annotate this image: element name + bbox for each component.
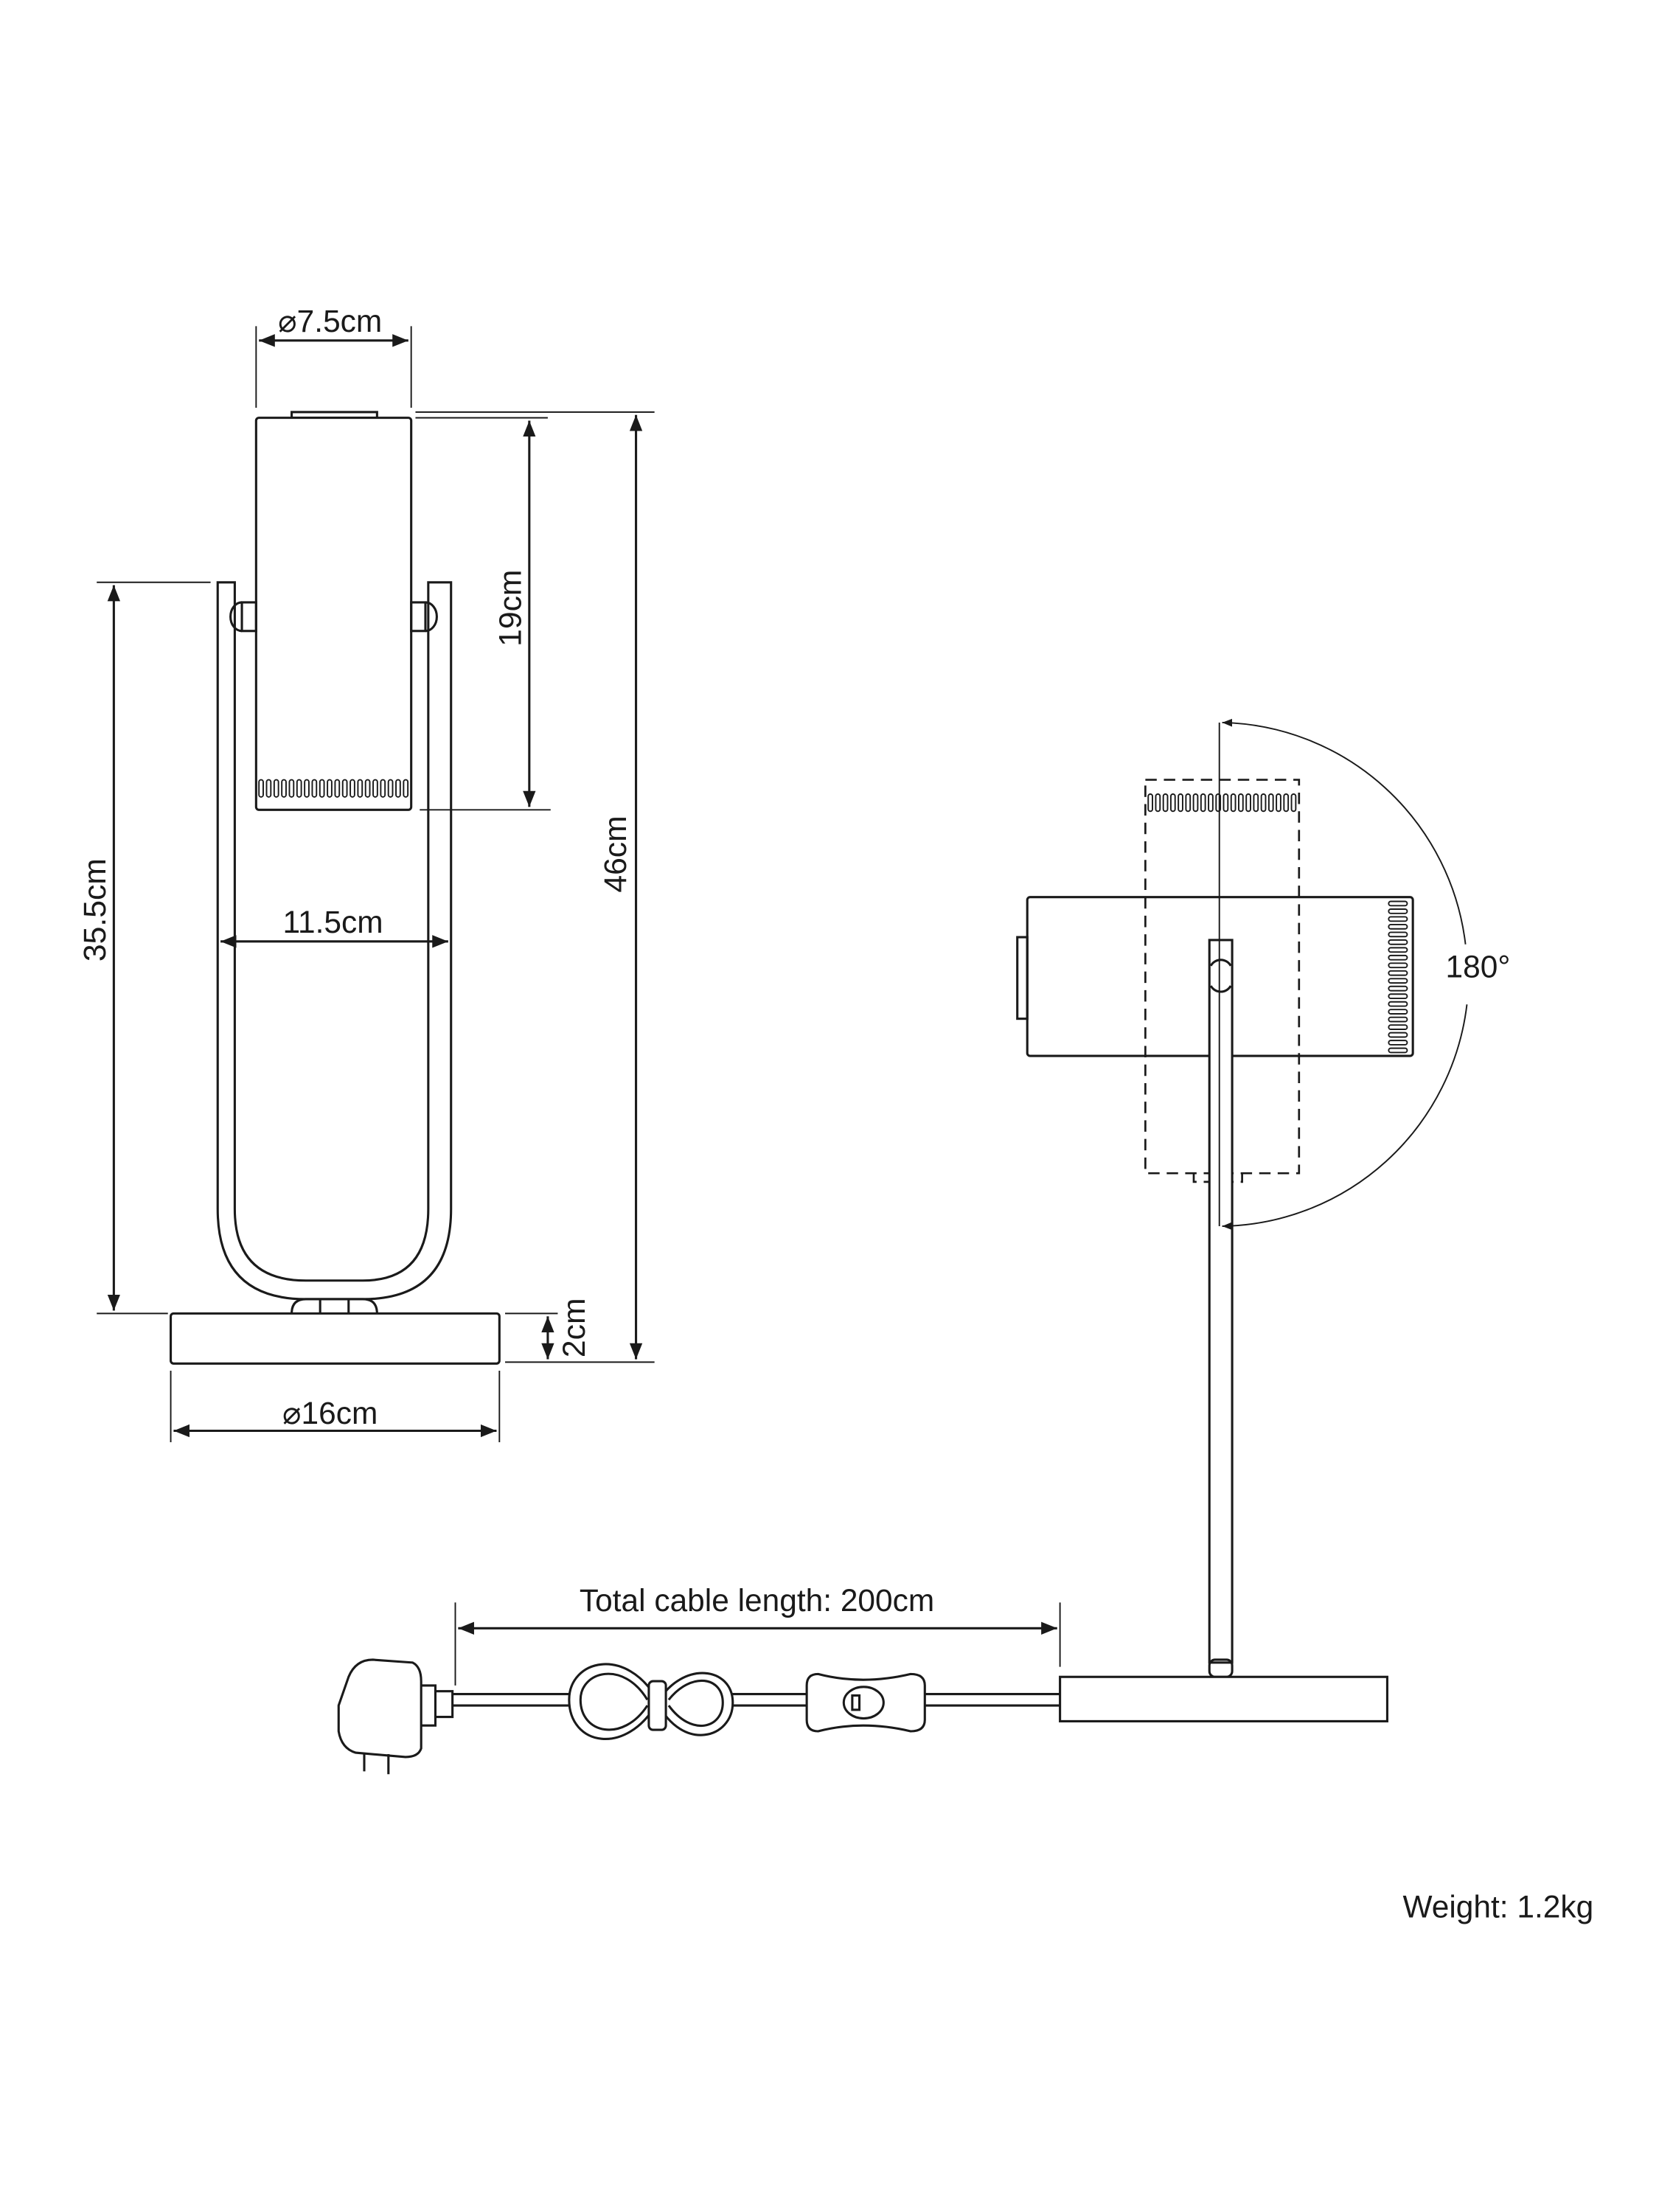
label-frame-height: 35.5cm bbox=[77, 858, 113, 961]
vent-slot bbox=[1388, 1047, 1408, 1054]
rotation-arc bbox=[1222, 718, 1467, 945]
vent-slot bbox=[395, 779, 401, 798]
vent-slot bbox=[1388, 1016, 1408, 1023]
label-shade-height: 19cm bbox=[493, 570, 528, 647]
vent-slot bbox=[387, 779, 394, 798]
vent-slot bbox=[319, 779, 325, 798]
vent-slot bbox=[1222, 793, 1229, 813]
vent-slot bbox=[1162, 793, 1169, 813]
vent-slot bbox=[1155, 793, 1161, 813]
vent-slot bbox=[1283, 793, 1290, 813]
vent-slot bbox=[1388, 900, 1408, 907]
plug-icon bbox=[337, 1658, 454, 1775]
stem bbox=[1208, 939, 1234, 1664]
vent-slot bbox=[265, 779, 272, 798]
vent-slot bbox=[334, 779, 341, 798]
pivot-knob-right bbox=[410, 601, 438, 633]
vent-slot bbox=[1276, 793, 1281, 813]
vent-slot bbox=[304, 779, 310, 798]
vent-slot bbox=[357, 779, 364, 798]
vent-slot bbox=[1388, 1040, 1408, 1046]
vent-slot bbox=[1388, 962, 1408, 969]
vent-slot bbox=[1290, 793, 1297, 813]
cable-assembly: Total cable length: 200cm bbox=[337, 1583, 1061, 1775]
vent-slot bbox=[1208, 793, 1214, 813]
base-feet bbox=[291, 1298, 378, 1314]
inline-switch-icon bbox=[805, 1672, 926, 1733]
vent-slot bbox=[1388, 970, 1408, 976]
vent-slot bbox=[1253, 793, 1259, 813]
vent-slot bbox=[1147, 793, 1154, 813]
vent-slot bbox=[349, 779, 355, 798]
vent-slot bbox=[403, 779, 409, 798]
vent-slot bbox=[1245, 793, 1251, 813]
vent-slot bbox=[1169, 793, 1176, 813]
vent-slot bbox=[1185, 793, 1192, 813]
vent-slot bbox=[1388, 1009, 1408, 1015]
vent-slot bbox=[273, 779, 279, 798]
vent-slot bbox=[1388, 954, 1408, 961]
vent-slot bbox=[1215, 793, 1222, 813]
label-frame-width: 11.5cm bbox=[283, 905, 383, 940]
label-base-diameter: ⌀16cm bbox=[282, 1396, 378, 1431]
vent-slot bbox=[364, 779, 371, 798]
vent-slot bbox=[1388, 993, 1408, 1000]
vent-slot bbox=[1178, 793, 1183, 813]
vent-slot bbox=[341, 779, 348, 798]
vent-slot bbox=[296, 779, 302, 798]
vent-slot bbox=[1388, 985, 1408, 992]
pivot bbox=[1209, 959, 1232, 993]
vent-slot bbox=[1200, 793, 1206, 813]
vent-slot bbox=[1267, 793, 1274, 813]
vent-slot bbox=[1192, 793, 1199, 813]
side-view: 180° bbox=[1016, 718, 1511, 1722]
label-rotation: 180° bbox=[1446, 949, 1511, 984]
vent-slot bbox=[372, 779, 378, 798]
vent-slot bbox=[1388, 916, 1408, 922]
cable-coil-icon bbox=[568, 1663, 734, 1740]
vent-slot bbox=[1238, 793, 1244, 813]
vent-slots-dashed bbox=[1147, 793, 1297, 813]
weight-label: Weight: 1.2kg bbox=[1402, 1889, 1593, 1924]
vent-slot bbox=[1388, 1032, 1408, 1038]
vent-slot bbox=[1388, 908, 1408, 914]
vent-slot bbox=[288, 779, 295, 798]
vent-slot bbox=[327, 779, 333, 798]
vent-slot bbox=[1230, 793, 1237, 813]
base-disc bbox=[170, 1312, 501, 1365]
vent-slot bbox=[1388, 947, 1408, 953]
vent-slot bbox=[281, 779, 287, 798]
vent-slot bbox=[1388, 939, 1408, 945]
vent-slot bbox=[1388, 1024, 1408, 1030]
vent-slot bbox=[1260, 793, 1267, 813]
vent-slot bbox=[1388, 923, 1408, 930]
vent-slots bbox=[258, 779, 409, 798]
vent-slot bbox=[258, 779, 264, 798]
u-frame bbox=[216, 581, 453, 1301]
label-base-height: 2cm bbox=[557, 1298, 592, 1357]
front-view: ⌀7.5cm 19cm 46cm 35.5cm 11.5cm 2cm ⌀16cm bbox=[77, 304, 655, 1443]
label-cable-length: Total cable length: 200cm bbox=[580, 1583, 934, 1618]
shade-cap-side bbox=[1016, 936, 1029, 1020]
vent-slot bbox=[1388, 978, 1408, 984]
label-total-height: 46cm bbox=[598, 815, 633, 892]
vent-slots-side bbox=[1388, 900, 1408, 1054]
shade-cylinder bbox=[254, 417, 413, 811]
vent-slot bbox=[380, 779, 386, 798]
cable bbox=[452, 1692, 1060, 1707]
vent-slot bbox=[1388, 931, 1408, 938]
vent-slot bbox=[311, 779, 318, 798]
side-base bbox=[1059, 1675, 1388, 1722]
pivot-knob-left bbox=[229, 601, 257, 633]
label-shade-diameter: ⌀7.5cm bbox=[278, 304, 382, 339]
vent-slot bbox=[1388, 1001, 1408, 1007]
